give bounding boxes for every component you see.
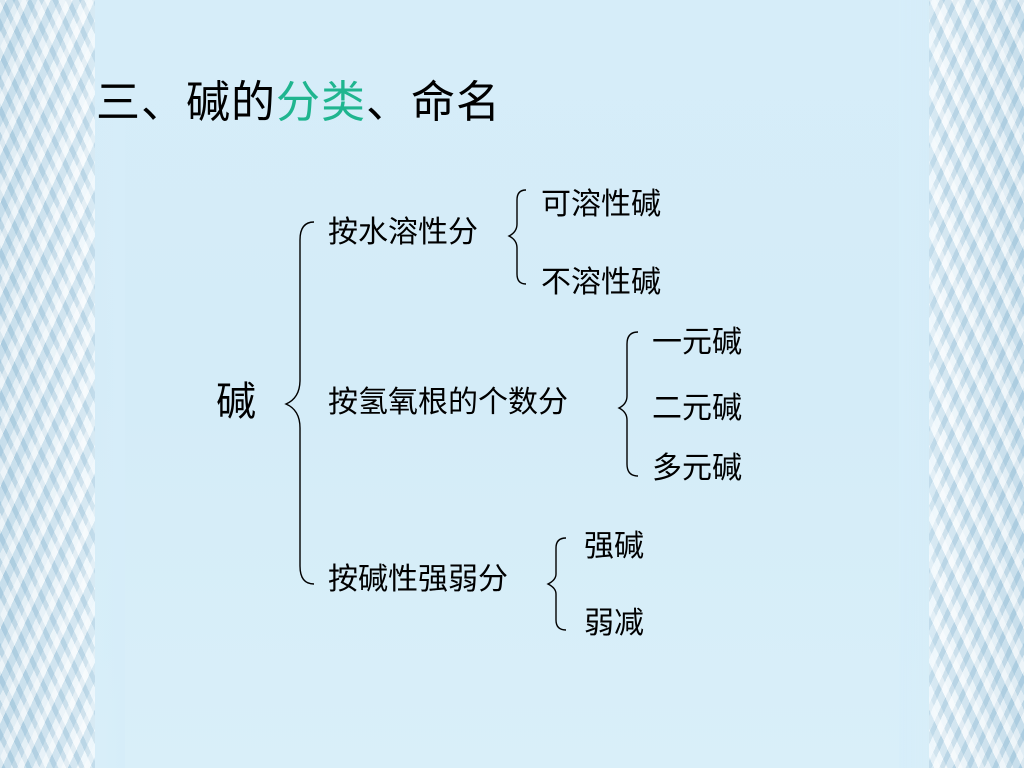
title-highlight: 分类 [276,77,366,128]
leaf-soluble-base: 可溶性碱 [541,187,661,222]
title-suffix: 、命名 [366,77,501,128]
root-brace [284,221,315,585]
group-label-solubility: 按水溶性分 [328,215,478,250]
title-prefix: 三、碱的 [96,77,276,128]
group-label-strength: 按碱性强弱分 [328,562,508,597]
group3-brace [546,537,567,631]
group-label-hydroxide-count: 按氢氧根的个数分 [328,385,568,420]
group1-brace [507,189,527,285]
leaf-dibasic: 二元碱 [652,391,742,426]
leaf-strong-base: 强碱 [584,529,644,564]
left-decorative-border [0,0,125,768]
leaf-polybasic: 多元碱 [652,451,742,486]
slide-title: 三、碱的分类、命名 [96,66,501,130]
group2-brace [617,331,639,477]
leaf-insoluble-base: 不溶性碱 [541,265,661,300]
leaf-weak-base: 弱减 [584,606,644,641]
leaf-monobasic: 一元碱 [652,325,742,360]
tree-root: 碱 [216,379,256,425]
